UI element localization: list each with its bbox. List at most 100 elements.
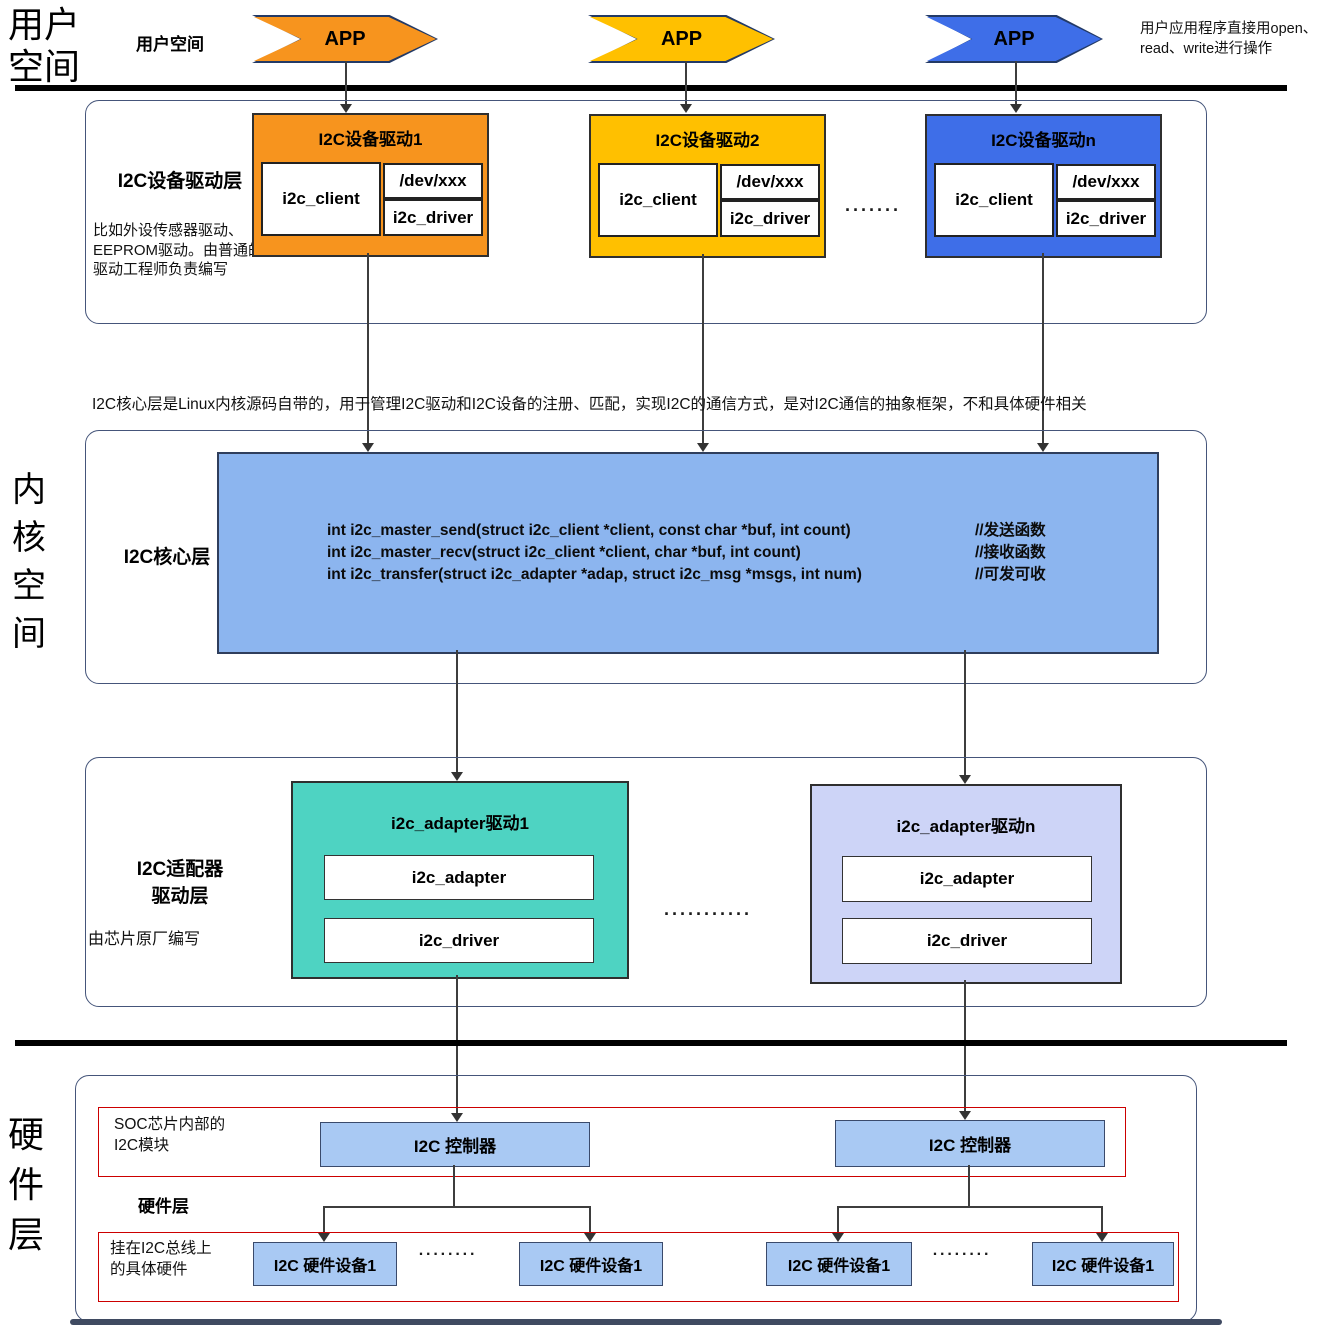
hardware-layer-label: 硬件层	[138, 1197, 189, 1216]
i2c-client-box: i2c_client	[598, 163, 718, 237]
soc-modules-outline	[98, 1107, 1126, 1177]
app-label: APP	[927, 17, 1101, 61]
adapter-layer-label-line2: 驱动层	[151, 886, 209, 907]
core-function-row: int i2c_master_recv(struct i2c_client *c…	[327, 542, 1046, 564]
adapter-layer-note: 由芯片原厂编写	[88, 931, 201, 948]
bus-note: 挂在I2C总线上的具体硬件	[110, 1240, 212, 1278]
arrow-adaptern-ctrl-head	[959, 1111, 971, 1120]
soc-note: SOC芯片内部的I2C模块	[114, 1116, 226, 1154]
ctrl1-branch-left-line	[323, 1206, 325, 1234]
adapter-layer-label-line1: I2C适配器	[136, 859, 224, 880]
kernel-space-container	[85, 430, 1207, 684]
hardware-container-bottom-line	[70, 1319, 1222, 1325]
hw-device-box-1: I2C 硬件设备1	[253, 1242, 397, 1286]
app-arrow-2: APP	[588, 15, 775, 63]
arrow-app3-line	[1015, 61, 1017, 105]
i2c-driver-box: i2c_driver	[1056, 200, 1156, 237]
ctrl2-branch-stem	[968, 1165, 970, 1208]
device-driver-layer-label: I2C设备驱动层	[117, 171, 243, 192]
core-function-row: int i2c_transfer(struct i2c_adapter *ada…	[327, 564, 1046, 586]
arrow-core-adaptern-head	[959, 775, 971, 784]
i2c-driver-box: i2c_driver	[324, 918, 594, 963]
function-signature: int i2c_transfer(struct i2c_adapter *ada…	[327, 566, 862, 583]
user-space-side-label: 用户空间	[8, 4, 81, 87]
arrow-drivern-core-line	[1042, 253, 1044, 443]
i2c-adapter-box: i2c_adapter	[842, 856, 1092, 902]
adapter-box-1-title: i2c_adapter驱动1	[391, 814, 529, 833]
device-driver-layer-container	[85, 100, 1207, 324]
i2c-adapter-box: i2c_adapter	[324, 855, 594, 900]
app-arrow-3: APP	[925, 15, 1103, 63]
arrow-driver2-core-line	[702, 254, 704, 443]
dev-node-box: /dev/xxx	[383, 163, 483, 199]
hw-device-box-4: I2C 硬件设备1	[1032, 1242, 1174, 1286]
ctrl2-branch-left-line	[837, 1206, 839, 1234]
i2c-core-box: int i2c_master_send(struct i2c_client *c…	[217, 452, 1159, 654]
adapter-layer-ellipsis: ···········	[664, 904, 752, 924]
app-label: APP	[590, 17, 773, 61]
hardware-side-label: 硬件层	[8, 1114, 45, 1255]
hw-device-box-3: I2C 硬件设备1	[766, 1242, 912, 1286]
i2c-client-box: i2c_client	[934, 163, 1054, 237]
kernel-core-note: I2C核心层是Linux内核源码自带的，用于管理I2C驱动和I2C设备的注册、匹…	[92, 396, 1087, 413]
i2c-client-box: i2c_client	[261, 162, 381, 236]
device-layer-ellipsis: ·······	[845, 200, 901, 220]
arrow-driver1-core-head	[362, 443, 374, 452]
kernel-space-side-label: 内核空间	[12, 471, 46, 653]
arrow-app1-line	[345, 61, 347, 105]
adapter-box-1: i2c_adapter驱动1 i2c_adapter i2c_driver	[291, 781, 629, 979]
arrow-app1-head	[340, 104, 352, 113]
device-driver-box-1: I2C设备驱动1 i2c_client /dev/xxx i2c_driver	[252, 113, 489, 257]
core-function-row: int i2c_master_send(struct i2c_client *c…	[327, 520, 1046, 542]
adapter-layer-label: I2C适配器 驱动层	[110, 856, 250, 910]
function-signature: int i2c_master_recv(struct i2c_client *c…	[327, 544, 801, 561]
ctrl2-branch-bar	[837, 1206, 1102, 1208]
ctrl1-branch-left-head	[318, 1233, 330, 1242]
hw-devices-left-ellipsis: ········	[418, 1246, 478, 1263]
arrow-adapter1-ctrl-head	[451, 1113, 463, 1122]
ctrl2-branch-right-head	[1096, 1233, 1108, 1242]
hw-device-box-2: I2C 硬件设备1	[519, 1242, 663, 1286]
function-signature: int i2c_master_send(struct i2c_client *c…	[327, 522, 851, 539]
function-comment: //发送函数	[975, 522, 1046, 539]
ctrl1-branch-stem	[453, 1165, 455, 1208]
device-driver-box-1-title: I2C设备驱动1	[318, 130, 423, 149]
arrow-driver2-core-head	[697, 443, 709, 452]
function-comment: //接收函数	[975, 544, 1046, 561]
app-label: APP	[254, 17, 436, 61]
arrow-core-adapter1-head	[451, 772, 463, 781]
app-arrow-1: APP	[252, 15, 438, 63]
divider-kernel-hardware	[15, 1040, 1287, 1046]
bus-devices-outline	[98, 1232, 1179, 1302]
i2c-driver-box: i2c_driver	[842, 918, 1092, 964]
dev-node-box: /dev/xxx	[1056, 164, 1156, 200]
arrow-driver1-core-line	[367, 253, 369, 443]
adapter-layer-container	[85, 757, 1207, 1007]
ctrl1-branch-right-head	[584, 1233, 596, 1242]
device-driver-box-n-title: I2C设备驱动n	[991, 131, 1096, 150]
adapter-box-n: i2c_adapter驱动n i2c_adapter i2c_driver	[810, 784, 1122, 984]
arrow-app3-head	[1010, 104, 1022, 113]
ctrl1-branch-right-line	[589, 1206, 591, 1234]
arrow-core-adapter1-line	[456, 650, 458, 772]
device-driver-layer-note: 比如外设传感器驱动、EEPROM驱动。由普通的驱动工程师负责编写	[93, 222, 264, 278]
device-driver-box-n: I2C设备驱动n i2c_client /dev/xxx i2c_driver	[925, 114, 1162, 258]
device-driver-box-2: I2C设备驱动2 i2c_client /dev/xxx i2c_driver	[589, 114, 826, 258]
function-comment: //可发可收	[975, 566, 1046, 583]
ctrl2-branch-right-line	[1101, 1206, 1103, 1234]
dev-node-box: /dev/xxx	[720, 164, 820, 200]
hw-devices-right-ellipsis: ········	[932, 1246, 992, 1263]
arrow-core-adaptern-line	[964, 650, 966, 775]
arrow-app2-line	[685, 61, 687, 105]
i2c-driver-box: i2c_driver	[720, 200, 820, 237]
divider-user-kernel	[15, 85, 1287, 91]
ctrl1-branch-bar	[323, 1206, 590, 1208]
i2c-driver-box: i2c_driver	[383, 199, 483, 236]
device-driver-box-2-title: I2C设备驱动2	[655, 131, 760, 150]
core-layer-label: I2C核心层	[123, 547, 211, 568]
i2c-controller-box-1: I2C 控制器	[320, 1122, 590, 1167]
arrow-app2-head	[680, 104, 692, 113]
arrow-drivern-core-head	[1037, 443, 1049, 452]
adapter-box-n-title: i2c_adapter驱动n	[896, 817, 1036, 836]
